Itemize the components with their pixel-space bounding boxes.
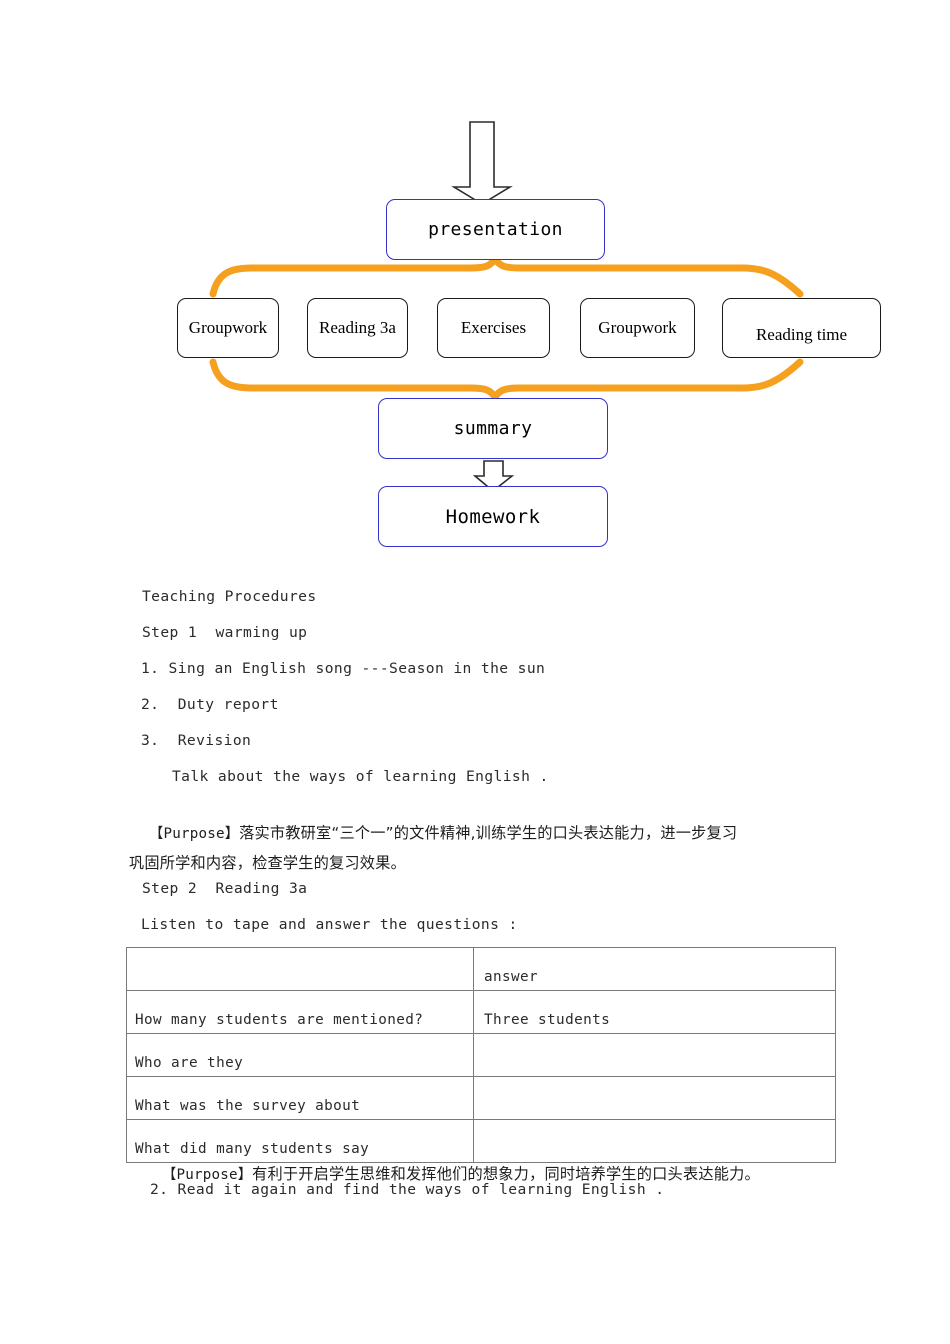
table-cell-question <box>126 947 474 991</box>
table-row: What did many students say <box>126 1119 836 1163</box>
text-teaching-procedures: Teaching Procedures <box>142 588 317 605</box>
node-summary[interactable]: summary <box>378 398 608 459</box>
table-row: answer <box>126 947 836 991</box>
text-purpose-1-line-1: 【Purpose】落实市教研室“三个一”的文件精神,训练学生的口头表达能力，进一… <box>129 803 737 861</box>
table-cell-answer: answer <box>473 947 836 991</box>
node-homework-label: Homework <box>445 505 541 528</box>
orange-brace-top <box>209 255 804 298</box>
questions-answers-table: answer How many students are mentioned? … <box>126 947 836 1163</box>
node-exercises[interactable]: Exercises <box>437 298 550 358</box>
down-block-arrow-top <box>451 121 513 205</box>
node-groupwork-1-label: Groupwork <box>188 318 268 337</box>
purpose-1-text-line-1: 落实市教研室“三个一”的文件精神,训练学生的口头表达能力，进一步复习 <box>239 824 738 842</box>
flowchart-diagram: presentation Groupwork Reading 3a Exerci… <box>0 0 950 570</box>
flowchart-connectors <box>209 121 804 493</box>
text-item-read-again: 2. Read it again and find the ways of le… <box>150 1181 665 1198</box>
node-homework[interactable]: Homework <box>378 486 608 547</box>
purpose-2-text: 有利于开启学生思维和发挥他们的想象力，同时培养学生的口头表达能力。 <box>252 1165 760 1183</box>
node-reading-time-label: Reading time <box>755 325 848 344</box>
text-item-3: 3. Revision <box>141 732 252 749</box>
text-purpose-2: 【Purpose】有利于开启学生思维和发挥他们的想象力，同时培养学生的口头表达能… <box>142 1144 760 1202</box>
node-groupwork-2-label: Groupwork <box>598 318 677 337</box>
node-reading-time[interactable]: Reading time <box>722 298 881 358</box>
table-cell-answer: Three students <box>473 990 836 1034</box>
node-groupwork-1[interactable]: Groupwork <box>177 298 279 358</box>
table-cell-question: Who are they <box>126 1033 474 1077</box>
text-step-1: Step 1 warming up <box>142 624 308 641</box>
orange-brace-bottom <box>209 358 804 401</box>
table-cell-question: How many students are mentioned? <box>126 990 474 1034</box>
text-item-2: 2. Duty report <box>141 696 279 713</box>
text-listen-instruction: Listen to tape and answer the questions … <box>141 916 518 933</box>
table-cell-question: What did many students say <box>126 1119 474 1163</box>
purpose-1-tag: 【Purpose】 <box>149 826 240 842</box>
table-cell-answer <box>473 1119 836 1163</box>
node-presentation-label: presentation <box>428 219 563 240</box>
node-reading-3a[interactable]: Reading 3a <box>307 298 408 358</box>
text-step-2: Step 2 Reading 3a <box>142 880 308 897</box>
node-summary-label: summary <box>453 418 533 439</box>
text-item-3-sub: Talk about the ways of learning English … <box>172 768 549 785</box>
table-row: Who are they <box>126 1033 836 1077</box>
node-reading-3a-label: Reading 3a <box>319 318 396 337</box>
node-exercises-label: Exercises <box>460 318 527 337</box>
purpose-2-tag: 【Purpose】 <box>162 1167 253 1183</box>
node-groupwork-2[interactable]: Groupwork <box>580 298 695 358</box>
table-cell-answer <box>473 1033 836 1077</box>
table-row: What was the survey about <box>126 1076 836 1120</box>
text-purpose-1-line-2: 巩固所学和内容，检查学生的复习效果。 <box>129 854 406 872</box>
table-cell-answer <box>473 1076 836 1120</box>
text-item-1: 1. Sing an English song ---Season in the… <box>141 660 546 677</box>
table-row: How many students are mentioned? Three s… <box>126 990 836 1034</box>
table-cell-question: What was the survey about <box>126 1076 474 1120</box>
node-presentation[interactable]: presentation <box>386 199 605 260</box>
